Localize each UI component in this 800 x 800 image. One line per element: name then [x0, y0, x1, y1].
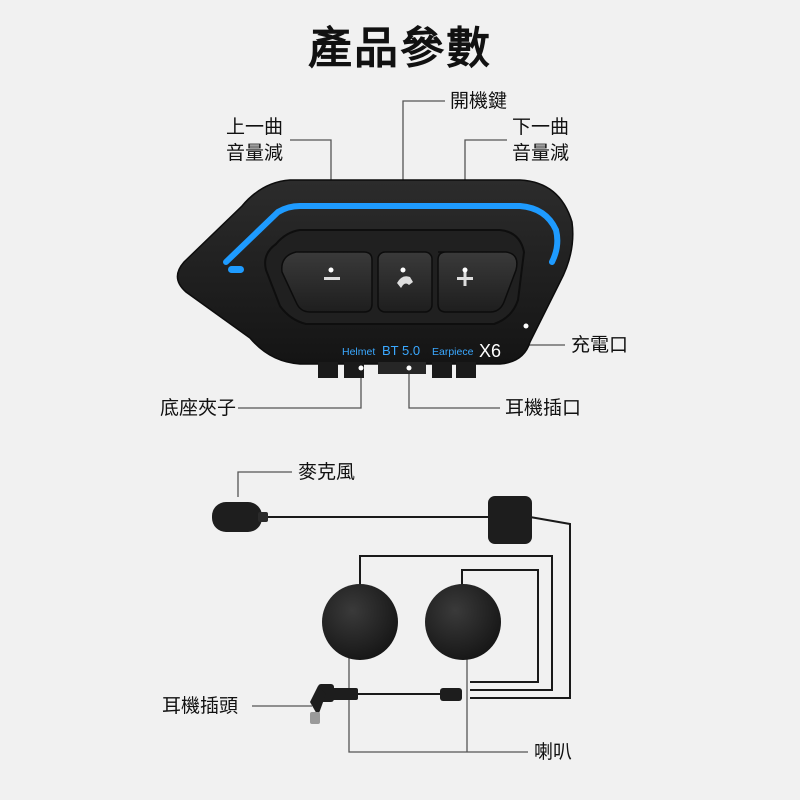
- microphone-head: [212, 502, 268, 532]
- right-speaker: [425, 584, 501, 660]
- led-indicator: [228, 266, 244, 273]
- phone-icon: [397, 276, 413, 288]
- label-earphone-port: 耳機插口: [505, 397, 582, 419]
- minus-icon: [324, 277, 340, 280]
- page-title: 產品參數: [308, 23, 492, 74]
- label-prev-line2: 音量減: [226, 142, 284, 164]
- device-model-id: X6: [479, 341, 501, 361]
- label-power-key: 開機鍵: [450, 90, 508, 112]
- label-speaker: 喇叭: [534, 741, 573, 763]
- device-type-text: Earpiece: [432, 346, 474, 358]
- label-charge-port: 充電口: [571, 334, 629, 356]
- device-brand-text: Helmet: [342, 346, 375, 358]
- left-speaker: [322, 584, 398, 660]
- label-prev-line1: 上一曲: [226, 116, 284, 138]
- volume-down-button[interactable]: [281, 251, 373, 313]
- label-next-line2: 音量減: [512, 142, 570, 164]
- plus-icon: [457, 271, 473, 286]
- cable-connector: [488, 496, 532, 544]
- headphone-plug: [310, 684, 358, 724]
- volume-up-button[interactable]: [437, 251, 518, 313]
- label-earphone-plug: 耳機插頭: [162, 695, 239, 717]
- inline-connector: [440, 688, 462, 701]
- device-model-text: BT 5.0: [382, 343, 420, 358]
- label-base-clip: 底座夾子: [160, 397, 237, 419]
- headset-cables: [262, 516, 571, 699]
- label-microphone: 麥克風: [298, 461, 356, 483]
- label-next-line1: 下一曲: [512, 116, 570, 138]
